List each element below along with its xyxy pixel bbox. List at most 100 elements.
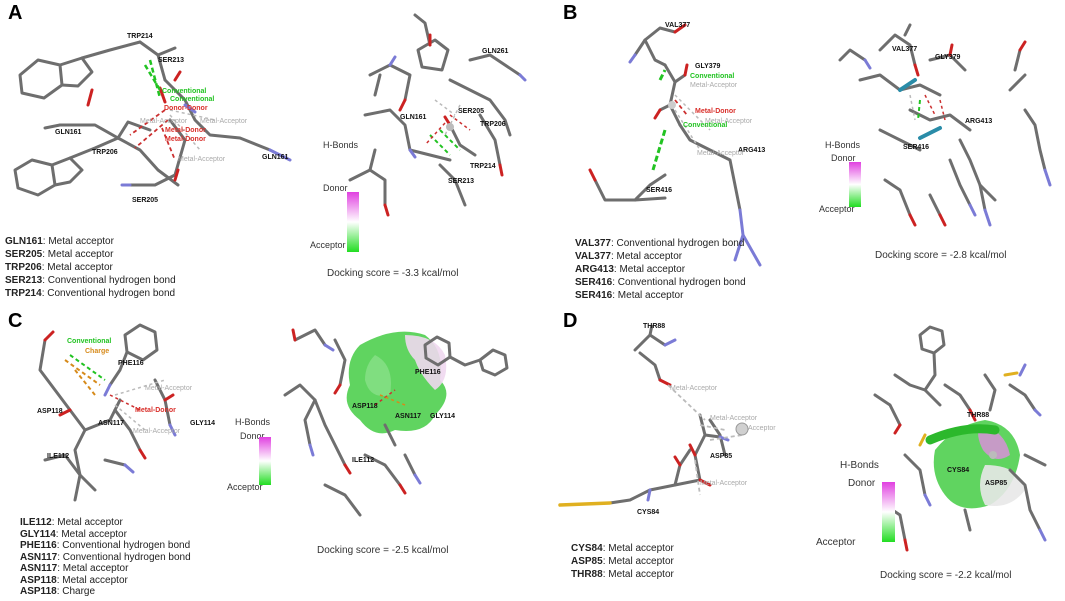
residue-label: PHE116 — [415, 369, 441, 376]
legend-title: H-Bonds — [825, 140, 861, 150]
interaction-row: ASN117: Metal acceptor — [20, 563, 129, 574]
residue-label: GLY379 — [935, 54, 961, 61]
residue-label: CYS84 — [637, 509, 660, 516]
residue-label: GLN161 — [262, 154, 289, 161]
interaction-row: ASN117: Conventional hydrogen bond — [20, 551, 191, 563]
interaction-row: TRP214: Conventional hydrogen bond — [5, 288, 176, 299]
interaction-label: Metal-Acceptor — [145, 385, 193, 392]
ligand-interaction-2d-view: THR88 ASP85 CYS84 Metal-Acceptor Metal-A… — [550, 323, 776, 525]
interaction-row: ASP118: Charge — [20, 586, 96, 597]
docking-score: Docking score = -2.5 kcal/mol — [317, 545, 449, 556]
interaction-label: Conventional — [170, 96, 215, 103]
legend-title: H-Bonds — [840, 460, 879, 471]
legend-donor-label: Donor — [240, 431, 265, 441]
interaction-row: PHE116: Conventional hydrogen bond — [20, 540, 191, 551]
residue-label: VAL377 — [892, 46, 918, 53]
residue-label: ARG413 — [965, 118, 993, 125]
residue-label: SER213 — [158, 57, 185, 64]
hbond-legend: H-Bonds Donor Acceptor — [310, 140, 383, 260]
residue-label: GLN161 — [400, 114, 427, 121]
panel-letter: D — [563, 310, 578, 332]
hbond-gradient-bar — [347, 192, 359, 252]
interaction-row: SER213: Conventional hydrogen bond — [5, 275, 176, 286]
docking-score: Docking score = -3.3 kcal/mol — [327, 268, 459, 279]
residue-label: GLY379 — [695, 63, 721, 70]
interaction-row: GLN161: Metal acceptor — [5, 236, 114, 247]
interaction-label: Metal-Acceptor — [133, 428, 181, 435]
interaction-label: Donor-Donor — [164, 105, 208, 112]
interaction-label: Metal-Acceptor — [697, 150, 745, 157]
interaction-label: Conventional — [683, 122, 728, 129]
interaction-label: Metal-Acceptor — [140, 118, 188, 125]
interaction-label: Metal-Acceptor — [710, 415, 758, 422]
residue-label: TRP214 — [127, 33, 153, 40]
legend-acceptor-label: Acceptor — [816, 537, 856, 548]
residue-label: CYS84 — [947, 467, 970, 474]
interaction-label: Metal-Donor — [695, 108, 736, 115]
residue-label: GLY114 — [430, 413, 456, 420]
interaction-label: Metal-Donor — [165, 136, 206, 143]
hbond-gradient-bar — [259, 437, 271, 485]
interaction-row: THR88: Metal acceptor — [571, 569, 674, 580]
interaction-label: Metal-Acceptor — [670, 385, 718, 392]
panel-c: C — [0, 305, 530, 601]
residue-label: TRP206 — [480, 121, 506, 128]
ligand-interaction-3d-view: GLN261 SER205 TRP206 GLN161 SER213 TRP21… — [330, 5, 530, 220]
interaction-label: Metal-Donor — [135, 407, 176, 414]
interaction-row: ASP118: Metal acceptor — [20, 574, 128, 586]
interaction-label: Metal-Acceptor — [690, 82, 738, 89]
residue-label: ASP85 — [985, 480, 1008, 487]
residue-label: GLN161 — [55, 129, 82, 136]
hbond-legend: H-Bonds Donor Acceptor — [819, 140, 885, 220]
residue-label: ILE112 — [47, 453, 70, 460]
residue-label: SER205 — [458, 108, 485, 115]
interaction-row: ARG413: Metal acceptor — [575, 264, 686, 275]
interaction-label: Metal-Acceptor — [705, 118, 753, 125]
residue-label: ARG413 — [738, 147, 766, 154]
ligand-interaction-2d-view: TRP214 SER213 GLN161 TRP206 SER205 GLN16… — [0, 10, 310, 210]
hbond-legend: H-Bonds Donor Acceptor — [227, 417, 295, 497]
interaction-list: ILE112: Metal acceptor GLY114: Metal acc… — [20, 517, 191, 598]
residue-label: GLY114 — [190, 420, 216, 427]
panel-d: D — [535, 305, 1065, 601]
ligand-interaction-3d-view: PHE116 ASP118 ASN117 GLY114 ILE112 — [265, 305, 530, 520]
residue-label: ASN117 — [395, 413, 422, 420]
residue-label: THR88 — [967, 412, 990, 419]
interaction-list: CYS84: Metal acceptor ASP85: Metal accep… — [571, 542, 674, 581]
residue-label: SER416 — [646, 187, 673, 194]
legend-acceptor-label: Acceptor — [819, 204, 855, 214]
residue-label: ILE112 — [352, 457, 375, 464]
residue-label: VAL377 — [665, 22, 691, 29]
panel-b: B — [535, 0, 1065, 302]
legend-title: H-Bonds — [323, 140, 359, 150]
interaction-row: ASP85: Metal acceptor — [571, 556, 674, 567]
hbond-gradient-bar — [882, 482, 895, 542]
panel-a: A — [0, 0, 530, 300]
interaction-label: Acceptor — [748, 425, 776, 432]
interaction-label: Conventional — [67, 338, 112, 345]
interaction-row: CYS84: Metal acceptor — [571, 543, 674, 554]
interaction-row: VAL377: Metal acceptor — [575, 251, 683, 262]
legend-donor-label: Donor — [323, 183, 348, 193]
residue-label: SER213 — [448, 178, 475, 185]
legend-donor-label: Donor — [831, 153, 856, 163]
hbond-legend: H-Bonds Donor Acceptor — [816, 460, 910, 550]
interaction-row: SER416: Conventional hydrogen bond — [575, 277, 746, 288]
residue-label: ASP118 — [352, 403, 378, 410]
legend-title: H-Bonds — [235, 417, 271, 427]
legend-donor-label: Donor — [848, 478, 876, 489]
residue-label: ASN117 — [98, 420, 125, 427]
docking-score: Docking score = -2.8 kcal/mol — [875, 250, 1007, 261]
interaction-row: SER205: Metal acceptor — [5, 249, 114, 260]
residue-label: THR88 — [643, 323, 666, 330]
residue-label: PHE116 — [118, 360, 144, 367]
residue-label: ASP85 — [710, 453, 733, 460]
residue-label: SER416 — [903, 144, 930, 151]
residue-label: GLN261 — [482, 48, 509, 55]
interaction-label: Conventional — [690, 73, 735, 80]
interaction-row: TRP206: Metal acceptor — [5, 262, 113, 273]
hbond-gradient-bar — [849, 162, 861, 207]
interaction-row: ILE112: Metal acceptor — [20, 517, 123, 528]
legend-acceptor-label: Acceptor — [310, 240, 346, 250]
interaction-list: VAL377: Conventional hydrogen bond VAL37… — [575, 237, 746, 302]
